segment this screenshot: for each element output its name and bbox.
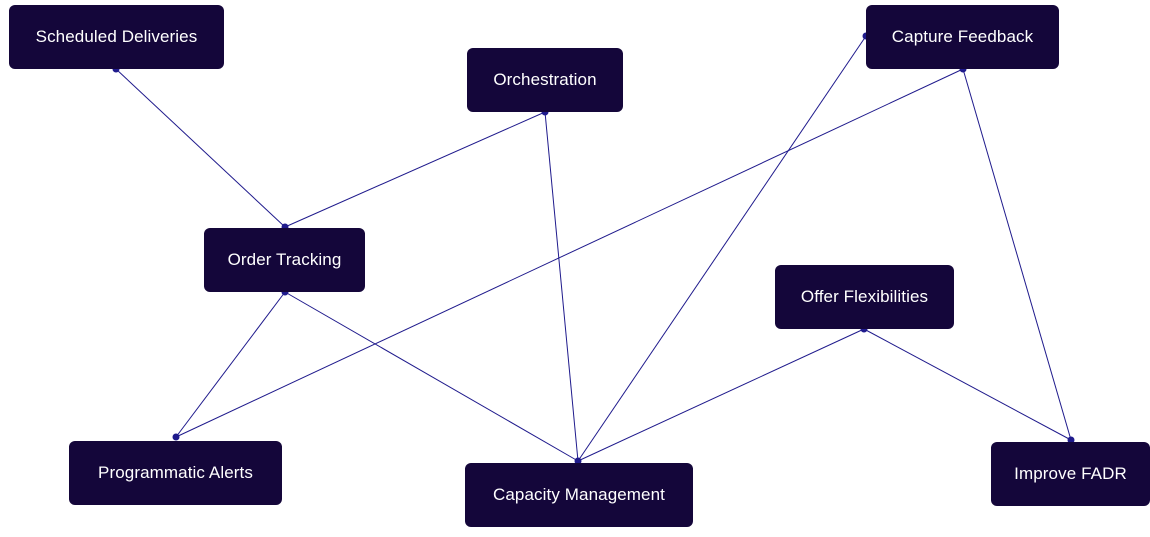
node-programmatic-alerts: Programmatic Alerts [69, 441, 282, 505]
edge-order-tracking-to-programmatic-alerts [175, 291, 286, 438]
node-offer-flexibilities: Offer Flexibilities [775, 265, 954, 329]
edge-offer-flexibilities-to-capacity-management [577, 328, 865, 462]
edge-orchestration-to-order-tracking [284, 111, 546, 228]
edge-order-tracking-to-capacity-management [284, 291, 579, 462]
connector-dot [172, 433, 180, 441]
node-orchestration: Orchestration [467, 48, 623, 112]
node-capacity-management: Capacity Management [465, 463, 693, 527]
edge-capture-feedback-to-improve-fadr [962, 68, 1072, 441]
node-improve-fadr: Improve FADR [991, 442, 1150, 506]
node-capture-feedback: Capture Feedback [866, 5, 1059, 69]
node-order-tracking: Order Tracking [204, 228, 365, 292]
edge-offer-flexibilities-to-improve-fadr [863, 328, 1072, 441]
edge-orchestration-to-capacity-management [544, 111, 579, 462]
edge-scheduled-deliveries-to-order-tracking [115, 68, 286, 228]
node-scheduled-deliveries: Scheduled Deliveries [9, 5, 224, 69]
